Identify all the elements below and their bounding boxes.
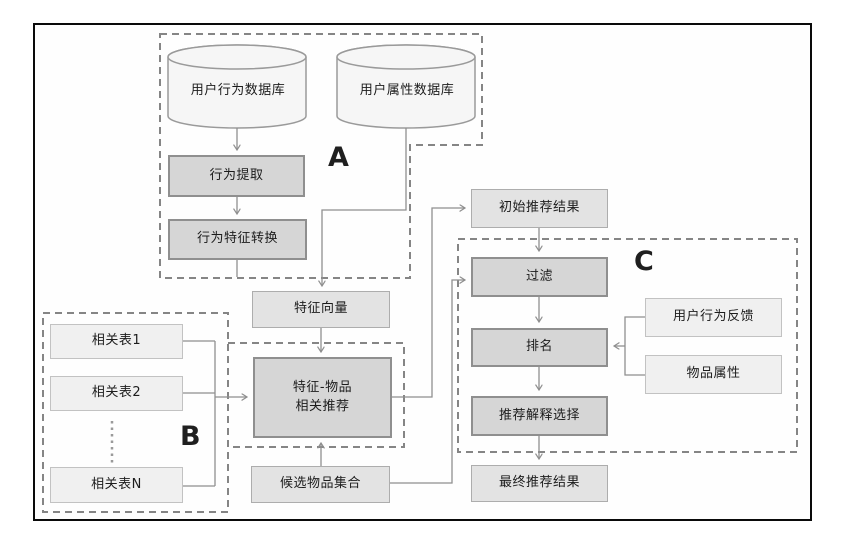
user-behavior-feedback-box: 用户行为反馈 bbox=[645, 298, 782, 337]
group-b-label: B bbox=[180, 421, 201, 452]
feature-vector-box: 特征向量 bbox=[252, 291, 390, 328]
behavior-feature-transform-box: 行为特征转换 bbox=[168, 219, 307, 260]
initial-recommend-result-box: 初始推荐结果 bbox=[471, 189, 608, 228]
related-table-n-box: 相关表N bbox=[50, 467, 183, 503]
recommend-explanation-selection-box: 推荐解释选择 bbox=[471, 396, 608, 436]
connectors bbox=[183, 128, 645, 487]
filter-box: 过滤 bbox=[471, 257, 608, 297]
group-a-border bbox=[159, 33, 483, 279]
related-table-2-box: 相关表2 bbox=[50, 376, 183, 411]
feature-item-dashed-border bbox=[227, 342, 405, 448]
group-c-label: C bbox=[634, 246, 654, 277]
user-behavior-db: 用户行为数据库 bbox=[190, 82, 286, 98]
user-behavior-db-cylinder bbox=[167, 44, 307, 129]
behavior-extraction-box: 行为提取 bbox=[168, 155, 305, 197]
group-c-border bbox=[457, 238, 798, 453]
user-attribute-db: 用户属性数据库 bbox=[359, 82, 455, 98]
ranking-box: 排名 bbox=[471, 328, 608, 367]
item-attribute-box: 物品属性 bbox=[645, 355, 782, 394]
feature-item-recommend-line2: 相关推荐 bbox=[295, 398, 350, 414]
user-attribute-db-cylinder bbox=[336, 44, 476, 129]
candidate-item-set-box: 候选物品集合 bbox=[251, 466, 390, 503]
final-recommend-result-box: 最终推荐结果 bbox=[471, 465, 608, 502]
feature-item-recommend-box: 特征-物品 相关推荐 bbox=[253, 357, 392, 438]
feature-item-recommend-line1: 特征-物品 bbox=[292, 379, 353, 395]
related-table-1-box: 相关表1 bbox=[50, 324, 183, 359]
group-a-label: A bbox=[328, 142, 349, 173]
